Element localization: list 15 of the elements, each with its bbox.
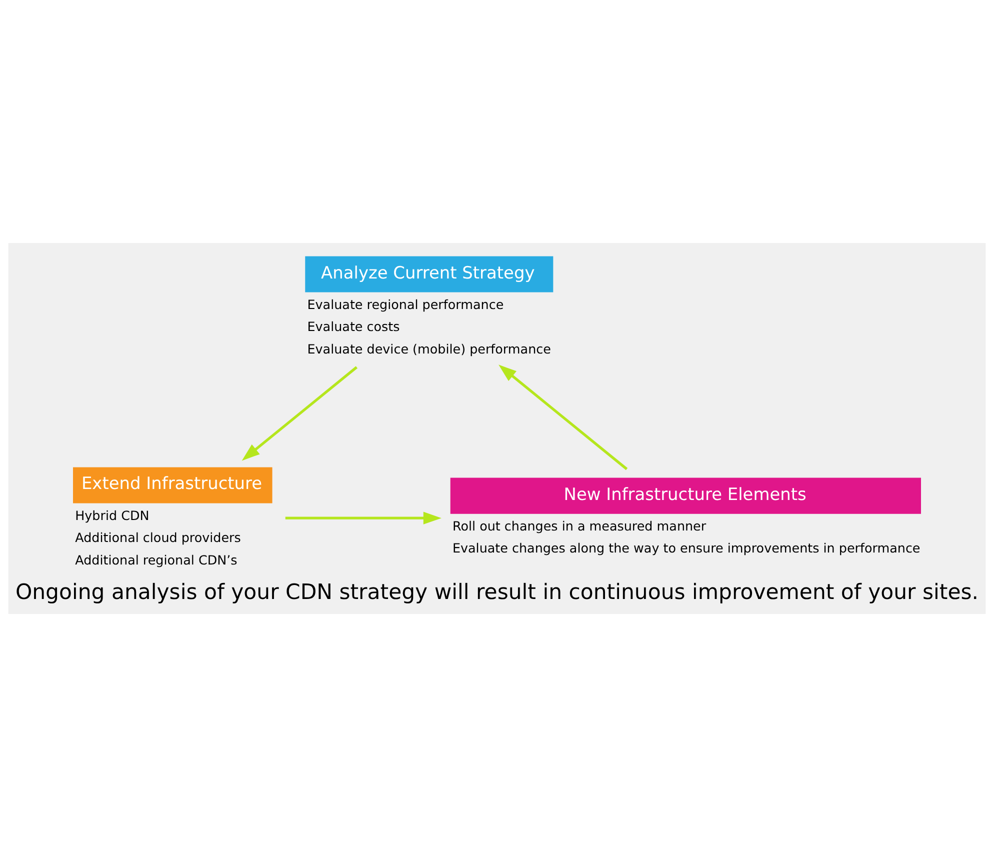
node-label: Additional regional CDN’s bbox=[75, 552, 238, 568]
node-label: Evaluate changes along the way to ensure improvements in performance bbox=[452, 540, 920, 556]
arrow bbox=[242, 366, 358, 461]
caption: Ongoing analysis of your CDN strategy will result in continuous improvement of your sites. bbox=[15, 579, 979, 604]
arrow bbox=[285, 512, 442, 524]
node-box: New Infrastructure Elements bbox=[450, 478, 921, 514]
node-label: Additional cloud providers bbox=[75, 530, 241, 546]
node-label: Evaluate device (mobile) performance bbox=[307, 341, 551, 356]
node-label: Evaluate costs bbox=[307, 319, 400, 334]
node-box: Analyze Current Strategy bbox=[305, 256, 554, 292]
node-label: Evaluate regional performance bbox=[307, 296, 504, 312]
node-label: Hybrid CDN bbox=[75, 508, 150, 523]
node-box: Extend Infrastructure bbox=[73, 467, 272, 504]
arrow bbox=[498, 364, 628, 470]
node-label: Roll out changes in a measured manner bbox=[452, 518, 706, 534]
